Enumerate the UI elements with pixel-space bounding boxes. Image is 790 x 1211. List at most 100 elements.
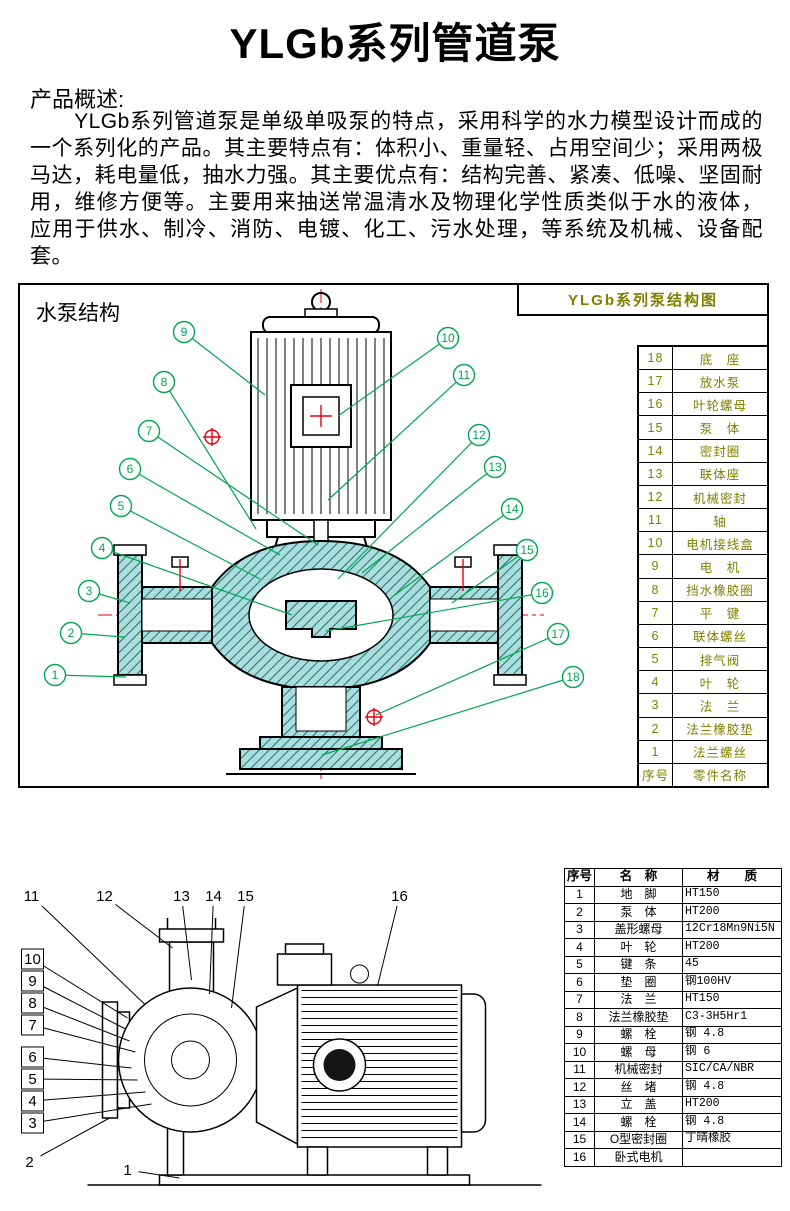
callout-backing <box>234 886 257 906</box>
figure1-table-title: YLGb系列泵结构图 <box>517 285 767 316</box>
material-no: 13 <box>563 1095 596 1114</box>
callout-leader-line <box>32 1002 130 1042</box>
material-name: 键 条 <box>594 955 684 974</box>
callout-box <box>21 992 44 1014</box>
part-number: 13 <box>639 462 673 485</box>
part-name: 联体座 <box>699 468 741 483</box>
callout-leader-line <box>327 374 465 501</box>
callout-leader-line <box>321 676 574 756</box>
parts-table-row: 13 联体座 <box>639 462 767 486</box>
base-plate <box>158 1174 471 1186</box>
callout-leader-line <box>337 434 480 580</box>
part-name: 放水泵 <box>699 375 741 390</box>
callout-backing <box>116 1160 139 1180</box>
material-no: 14 <box>563 1113 596 1132</box>
callout-leader-line <box>181 895 192 981</box>
material-name: 丝 堵 <box>594 1078 684 1097</box>
suction-flange <box>101 1001 119 1119</box>
callout-backing <box>20 886 43 906</box>
callout-box <box>21 1090 44 1112</box>
callout-balloon <box>59 621 83 645</box>
callout-number: 9 <box>28 973 36 990</box>
part-number: 17 <box>639 370 673 393</box>
callout-backing <box>170 886 193 906</box>
part-name: 挡水橡胶圈 <box>686 584 754 599</box>
callout-balloon <box>530 581 554 605</box>
callout-balloon <box>43 663 67 687</box>
material-spec: 钢100HV <box>682 973 782 992</box>
overview-text: YLGb系列管道泵是单级单吸泵的特点，采用科学的水力模型设计而成的一个系列化的产… <box>30 110 763 268</box>
callout-leader-line <box>209 895 214 995</box>
material-spec: 12Cr18Mn9Ni5N <box>682 920 782 939</box>
part-number: 15 <box>639 416 673 439</box>
callout-number: 1 <box>123 1162 131 1179</box>
part-name: 泵 体 <box>699 422 741 437</box>
callout-number: 15 <box>520 543 534 557</box>
callout-backing <box>388 886 411 906</box>
callout-number: 10 <box>24 951 41 968</box>
callout-number: 5 <box>118 499 125 513</box>
part-number: 8 <box>639 578 673 601</box>
part-name: 底 座 <box>699 352 741 367</box>
part-name: 密封圈 <box>699 445 741 460</box>
callout-balloon <box>452 363 476 387</box>
pump-structure-figure: 水泵结构 YLGb系列泵结构图 <box>18 283 769 788</box>
callout-leader-line <box>31 895 145 1005</box>
callout-number: 17 <box>551 627 565 641</box>
callout-number: 2 <box>68 626 75 640</box>
material-spec: HT200 <box>682 903 782 922</box>
callout-balloon <box>90 536 114 560</box>
callout-backing <box>18 1152 41 1172</box>
callout-leader-line <box>148 430 319 546</box>
callout-backing <box>202 886 225 906</box>
right-flange <box>497 554 523 676</box>
callout-number: 16 <box>391 888 408 905</box>
callout-number: 6 <box>28 1049 36 1066</box>
figure1-label: 水泵结构 <box>36 302 120 325</box>
material-no: 10 <box>563 1043 596 1062</box>
pump-foot <box>166 1127 185 1176</box>
callout-balloon <box>109 494 133 518</box>
part-name: 叶轮螺母 <box>692 398 747 413</box>
part-name: 电 机 <box>699 560 741 575</box>
part-number: 9 <box>639 555 673 578</box>
left-flange <box>117 554 143 676</box>
material-no: 7 <box>563 990 596 1009</box>
flange-bolt <box>113 674 147 686</box>
part-name: 机械密封 <box>692 491 747 506</box>
callout-balloon <box>137 419 161 443</box>
callout-number: 2 <box>25 1154 33 1171</box>
part-number: 2 <box>639 717 673 740</box>
callout-balloon <box>152 370 176 394</box>
callout-leader-line <box>377 895 400 987</box>
material-spec: SIC/CA/NBR <box>682 1060 782 1079</box>
callout-number: 4 <box>99 541 106 555</box>
material-no: 15 <box>563 1130 596 1149</box>
material-no: 1 <box>563 885 596 904</box>
material-no: 3 <box>563 920 596 939</box>
callout-balloon <box>118 457 142 481</box>
motor-foot <box>306 1146 329 1176</box>
callout-number: 10 <box>441 331 455 345</box>
callout-box <box>21 948 44 970</box>
material-name: 法兰橡胶垫 <box>594 1008 684 1027</box>
callout-leader-line <box>32 1024 136 1053</box>
material-no: 6 <box>563 973 596 992</box>
callout-leader-line <box>325 592 543 632</box>
part-number: 10 <box>639 532 673 555</box>
